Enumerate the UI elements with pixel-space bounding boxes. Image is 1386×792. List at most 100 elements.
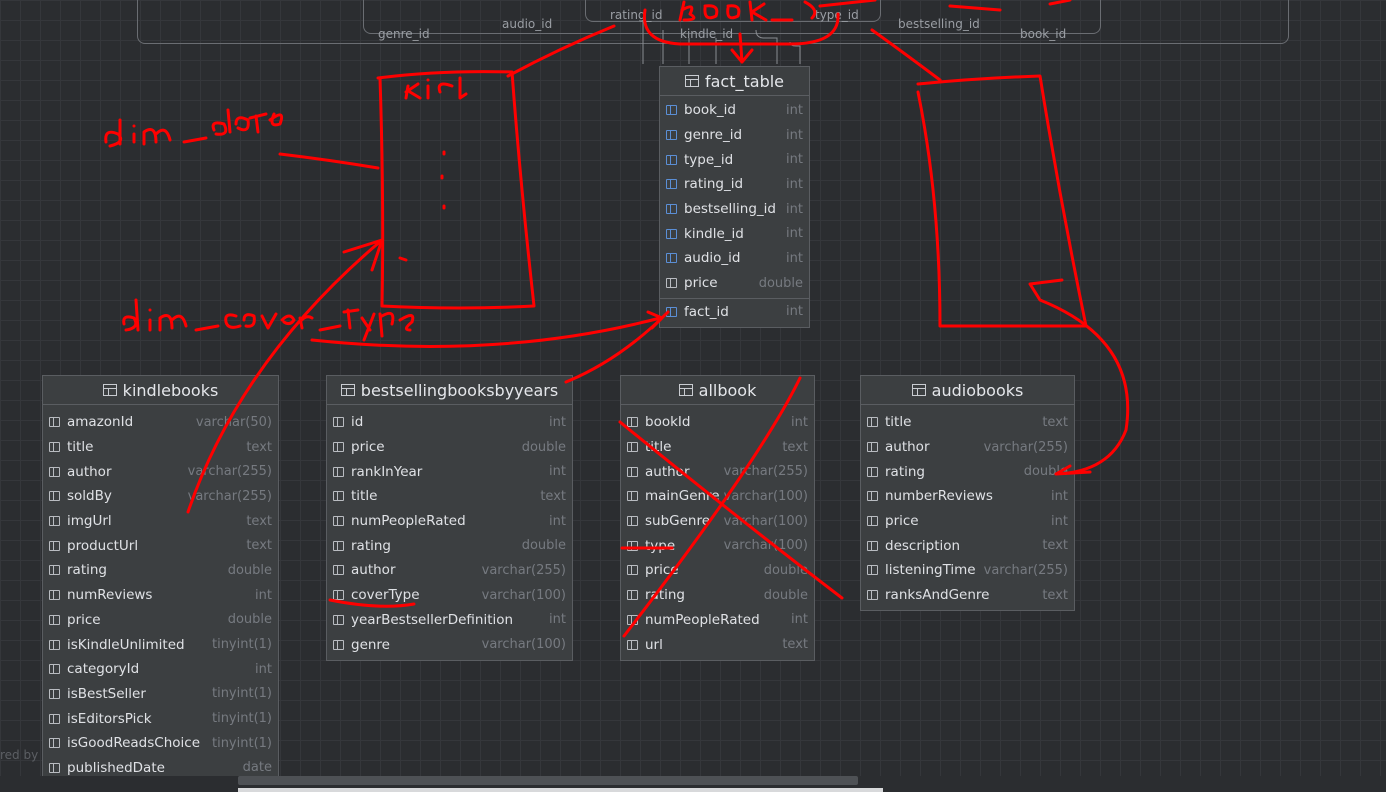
column-row-fact-id[interactable]: fact_id int xyxy=(660,300,809,325)
column-type: varchar(255) xyxy=(983,439,1068,455)
column-icon xyxy=(627,565,638,576)
column-type: text xyxy=(1042,587,1068,603)
column-type: text xyxy=(246,513,272,529)
bestsellingbooksbyyears-table-header[interactable]: bestsellingbooksbyyears xyxy=(327,376,572,405)
audiobooks-table-title: audiobooks xyxy=(931,380,1024,400)
allbook-table-header[interactable]: allbook xyxy=(621,376,814,405)
column-name: isEditorsPick xyxy=(67,710,152,727)
horizontal-scrollbar-thumb[interactable] xyxy=(238,776,858,785)
fact-table-header[interactable]: fact_table xyxy=(660,67,809,96)
column-type: double xyxy=(763,587,808,603)
kindlebooks-table-title: kindlebooks xyxy=(122,380,219,400)
column-icon xyxy=(49,688,60,699)
column-icon xyxy=(49,713,60,724)
column-name: fact_id xyxy=(684,303,729,320)
column-name: genre xyxy=(351,636,390,653)
table-icon xyxy=(340,384,355,396)
column-type: int xyxy=(786,201,803,217)
column-icon xyxy=(333,639,344,650)
column-name: audio_id xyxy=(684,250,741,267)
column-type: varchar(255) xyxy=(187,488,272,504)
column-name: price xyxy=(684,275,718,292)
column-type: int xyxy=(1051,513,1068,529)
column-name: title xyxy=(885,414,912,431)
column-icon xyxy=(49,664,60,675)
audiobooks-table-header[interactable]: audiobooks xyxy=(861,376,1074,405)
column-type: text xyxy=(1042,538,1068,554)
column-icon xyxy=(49,417,60,428)
column-icon xyxy=(627,442,638,453)
column-type: int xyxy=(786,176,803,192)
column-type: varchar(100) xyxy=(481,587,566,603)
column-name: isKindleUnlimited xyxy=(67,636,185,653)
kindlebooks-table-header[interactable]: kindlebooks xyxy=(43,376,278,405)
table-icon xyxy=(678,384,693,396)
column-icon xyxy=(627,466,638,477)
column-name: numPeopleRated xyxy=(645,611,760,628)
column-type: varchar(255) xyxy=(983,562,1068,578)
column-icon xyxy=(627,590,638,601)
column-icon xyxy=(333,442,344,453)
column-name: author xyxy=(67,463,112,480)
column-type: double xyxy=(227,612,272,628)
column-name: type_id xyxy=(684,151,734,168)
